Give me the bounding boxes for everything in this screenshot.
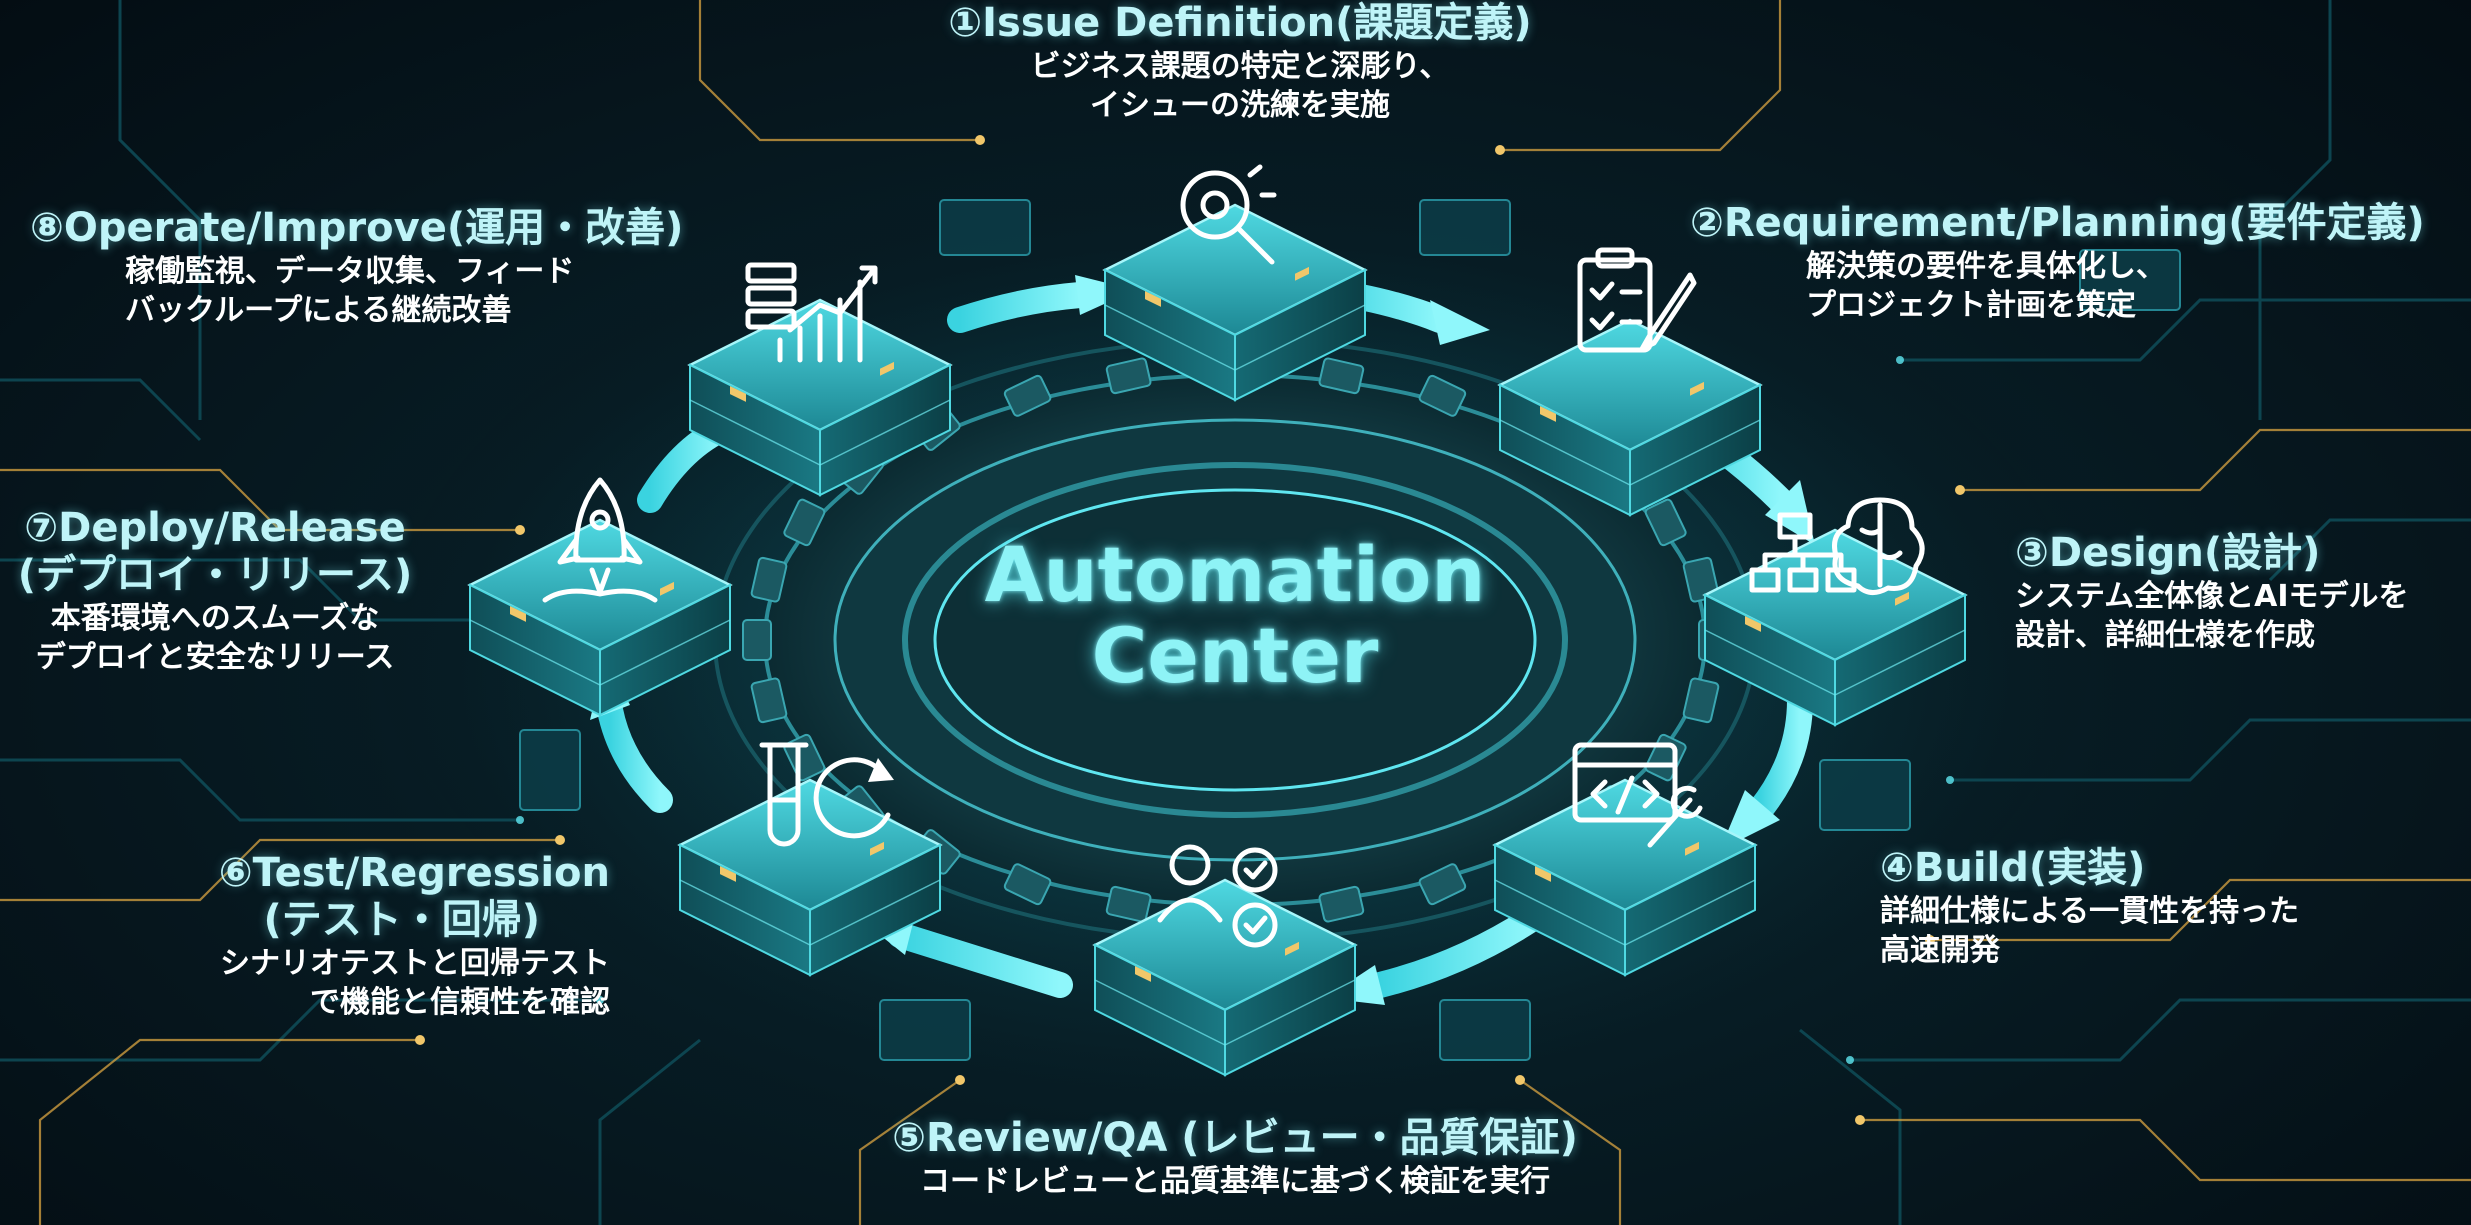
clipboard-checklist-icon [1577, 247, 1697, 353]
stage-desc-line2: バックループによる継続改善 [125, 293, 512, 329]
stage-desc-line2: デプロイと安全なリリース [35, 640, 395, 676]
arrow-4-to-5 [1367, 907, 1543, 998]
rocket-icon [542, 477, 658, 603]
gear-tooth [742, 619, 772, 661]
stage-desc-line1: システム全体像とAIモデルを [2015, 579, 2409, 615]
stage-issue-definition: ①Issue Definition(課題定義) ビジネス課題の特定と深彫り、 イ… [920, 0, 1560, 125]
gear-tooth [1644, 498, 1687, 547]
stage-desc-line1: ビジネス課題の特定と深彫り、 [1030, 49, 1450, 85]
stage-deploy-release: ⑦Deploy/Release (デプロイ・リリース) 本番環境へのスムーズな … [0, 505, 430, 677]
stage-desc-line1: 解決策の要件を具体化し、 [1806, 249, 2166, 285]
code-window-wrench-icon [1572, 742, 1703, 848]
stage-desc-line1: シナリオテストと回帰テスト [220, 946, 610, 982]
center-title-line2: Center [1091, 610, 1379, 700]
stage-operate-improve: ⑧Operate/Improve(運用・改善) 稼働監視、データ収集、フィード … [30, 205, 683, 330]
stage-review-qa: ⑤Review/QA (レビュー・品質保証) コードレビューと品質基準に基づく検… [835, 1115, 1635, 1201]
gear-tooth [1418, 374, 1467, 417]
stage-title-line1: ⑦Deploy/Release [24, 505, 406, 551]
magnifier-gear-icon [1180, 164, 1277, 265]
flowchart-brain-icon [1749, 497, 1925, 595]
arrow-8-to-1 [947, 282, 1093, 333]
gear-tooth [750, 677, 788, 724]
stage-title-line2: (デプロイ・リリース) [17, 552, 413, 599]
stage-title: ②Requirement/Planning(要件定義) [1690, 200, 2425, 246]
arrow-6-to-7 [597, 697, 673, 813]
stage-desc-line1: コードレビューと品質基準に基づく検証を実行 [920, 1164, 1550, 1200]
gear-tooth [783, 498, 826, 547]
gear-tooth [1105, 357, 1152, 395]
test-tube-cycle-icon [759, 742, 894, 847]
stage-desc-line1: 本番環境へのスムーズな [50, 601, 380, 637]
stage-title: ⑧Operate/Improve(運用・改善) [30, 205, 684, 251]
stage-title-line1: ⑥Test/Regression [218, 850, 610, 896]
stage-desc-line1: 詳細仕様による一貫性を持った [1880, 894, 2300, 930]
stage-title-line2: (テスト・回帰) [263, 897, 540, 944]
center-title-line1: Automation [984, 530, 1486, 619]
gear-tooth [1682, 677, 1720, 724]
stage-desc-line2: 高速開発 [1880, 933, 2000, 969]
gear-tooth [1003, 374, 1052, 417]
stage-test-regression: ⑥Test/Regression (テスト・回帰) シナリオテストと回帰テスト … [170, 850, 610, 1022]
gear-tooth [750, 556, 788, 603]
stage-title: ①Issue Definition(課題定義) [948, 0, 1532, 46]
users-check-icon [1157, 844, 1278, 948]
stage-desc-line1: 稼働監視、データ収集、フィード [125, 254, 575, 290]
stage-title: ③Design(設計) [2015, 530, 2321, 576]
stage-desc-line2: イシューの洗練を実施 [1090, 88, 1390, 124]
gear-tooth [1318, 885, 1365, 923]
arrow-5-to-6 [887, 922, 1073, 998]
stage-build: ④Build(実装) 詳細仕様による一貫性を持った 高速開発 [1880, 845, 2299, 970]
gear-tooth [1003, 863, 1052, 906]
server-growth-chart-icon [745, 262, 878, 363]
gear-tooth [1105, 885, 1152, 923]
stage-desc-line2: で機能と信頼性を確認 [310, 985, 610, 1021]
center-title: Automation Center [935, 530, 1535, 700]
stage-design: ③Design(設計) システム全体像とAIモデルを 設計、詳細仕様を作成 [2015, 530, 2408, 655]
stage-title: ④Build(実装) [1880, 845, 2146, 891]
gear-tooth [1318, 357, 1365, 395]
stage-desc-line2: プロジェクト計画を策定 [1806, 288, 2136, 324]
stage-desc-line2: 設計、詳細仕様を作成 [2015, 618, 2315, 654]
gear-tooth [1418, 863, 1467, 906]
arrow-3-to-4 [1747, 687, 1813, 823]
stage-title: ⑤Review/QA (レビュー・品質保証) [892, 1115, 1578, 1161]
stage-requirement-planning: ②Requirement/Planning(要件定義) 解決策の要件を具体化し、… [1690, 200, 2425, 325]
platform-deploy-release [468, 518, 732, 717]
